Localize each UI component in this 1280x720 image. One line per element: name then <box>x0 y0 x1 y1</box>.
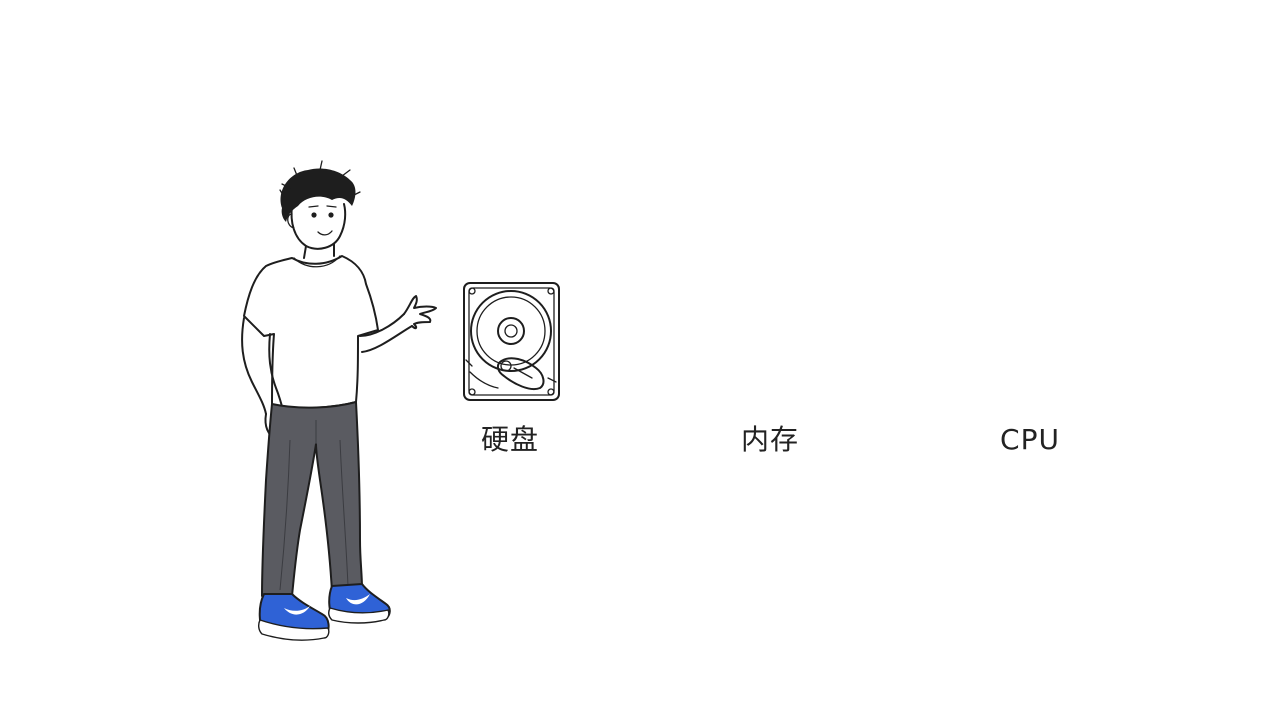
hair <box>280 168 356 222</box>
person-illustration <box>241 160 437 641</box>
eye-right <box>328 212 334 218</box>
eye-left <box>311 212 317 218</box>
pants <box>261 401 363 597</box>
hard-drive-icon <box>463 282 560 401</box>
label-cpu: CPU <box>1000 423 1060 456</box>
t-shirt <box>243 255 379 410</box>
head <box>290 203 347 250</box>
label-hard-drive: 硬盘 <box>480 423 539 456</box>
pointing-hand <box>403 295 437 330</box>
right-arm <box>359 313 413 353</box>
label-memory: 内存 <box>740 423 799 456</box>
left-arm <box>241 317 285 415</box>
